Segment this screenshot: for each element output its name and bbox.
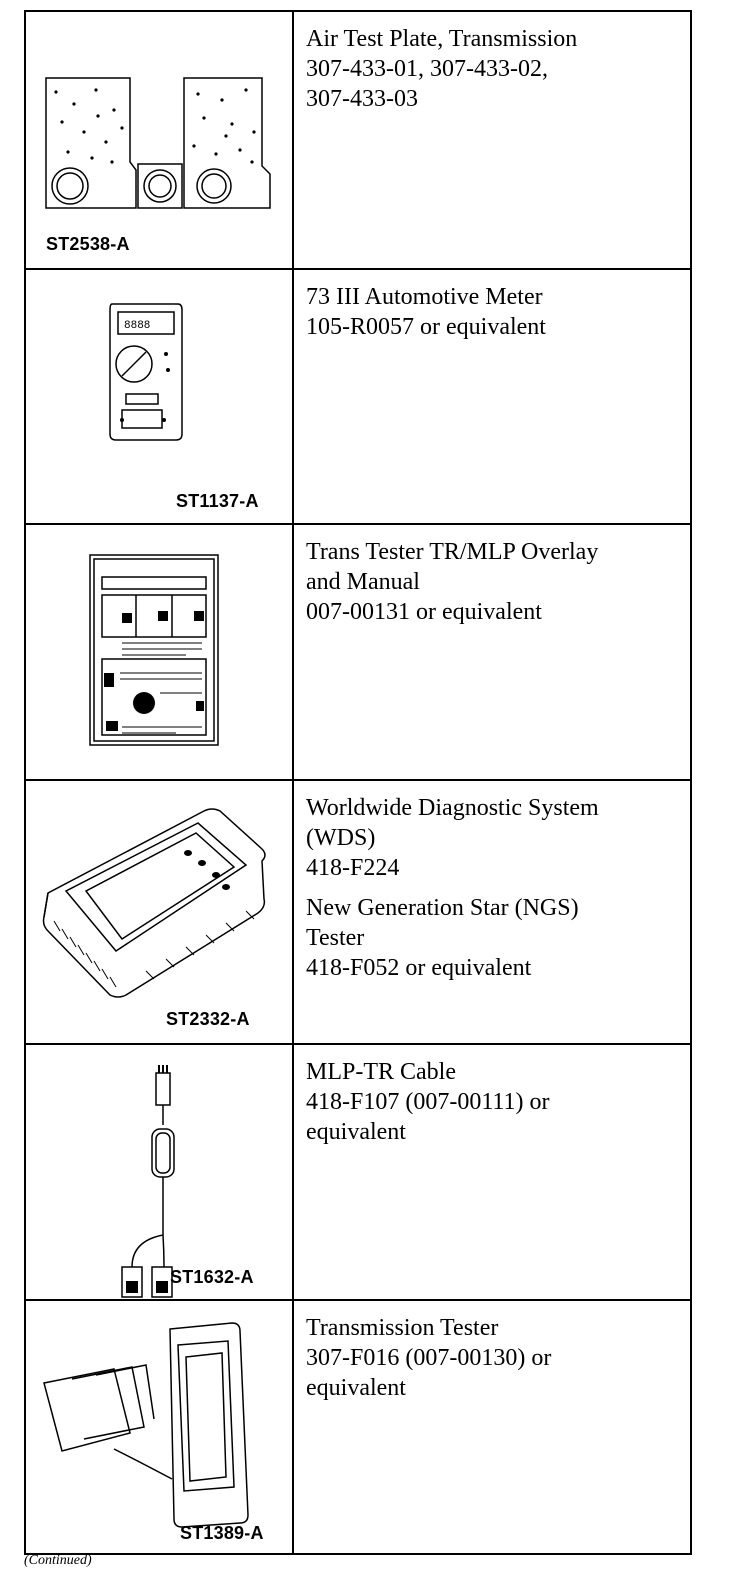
diagnostic-tablet-icon xyxy=(26,781,292,1045)
description-line: Trans Tester TR/MLP Overlay xyxy=(306,539,599,565)
description-line: 418-F052 or equivalent xyxy=(306,955,532,981)
figure-cell: 8888 ST1137-A xyxy=(24,268,294,525)
table-row: Trans Tester TR/MLP Overlay and Manual 0… xyxy=(24,523,692,781)
description-line: Transmission Tester xyxy=(306,1315,499,1341)
description-line: 307-F016 (007-00130) or xyxy=(306,1345,552,1371)
figure-cell: ST1632-A xyxy=(24,1043,294,1301)
description-line: Air Test Plate, Transmission xyxy=(306,26,578,52)
description-line: Worldwide Diagnostic System xyxy=(306,795,599,821)
table-row: ST2538-A Air Test Plate, Transmission 30… xyxy=(24,10,692,270)
continued-note: (Continued) xyxy=(24,1553,92,1568)
figure-cell xyxy=(24,523,294,781)
description-line: 307-433-03 xyxy=(306,86,418,112)
table-row: 8888 ST1137-A 73 III Automotive Meter 10… xyxy=(24,268,692,525)
figure-id: ST2538-A xyxy=(46,234,130,254)
description-line: Tester xyxy=(306,925,365,951)
description-cell: Trans Tester TR/MLP Overlay and Manual 0… xyxy=(292,523,692,781)
description-cell: Worldwide Diagnostic System (WDS) 418-F2… xyxy=(292,779,692,1045)
figure-id: ST1389-A xyxy=(180,1523,264,1543)
special-tools-table: ST2538-A Air Test Plate, Transmission 30… xyxy=(24,10,692,1555)
description-line: 418-F224 xyxy=(306,855,400,881)
figure-cell: ST2538-A xyxy=(24,10,294,270)
figure-cell: ST2332-A xyxy=(24,779,294,1045)
description-line: 418-F107 (007-00111) or xyxy=(306,1089,550,1115)
overlay-manual-icon xyxy=(26,525,292,781)
description-line: 007-00131 or equivalent xyxy=(306,599,542,625)
figure-id: ST1632-A xyxy=(170,1267,254,1287)
description-line: equivalent xyxy=(306,1119,406,1145)
description-line: 105-R0057 or equivalent xyxy=(306,314,546,340)
table-row: ST2332-A Worldwide Diagnostic System (WD… xyxy=(24,779,692,1045)
description-cell: MLP-TR Cable 418-F107 (007-00111) or equ… xyxy=(292,1043,692,1301)
description-line: 73 III Automotive Meter xyxy=(306,284,543,310)
description-line: MLP-TR Cable xyxy=(306,1059,456,1085)
description-cell: Transmission Tester 307-F016 (007-00130)… xyxy=(292,1299,692,1555)
transmission-tester-icon xyxy=(26,1301,292,1555)
description-line: equivalent xyxy=(306,1375,406,1401)
svg-text:8888: 8888 xyxy=(124,320,150,332)
figure-id: ST1137-A xyxy=(176,491,259,511)
air-test-plate-icon xyxy=(26,12,292,270)
description-line: 307-433-01, 307-433-02, xyxy=(306,56,548,82)
description-cell: 73 III Automotive Meter 105-R0057 or equ… xyxy=(292,268,692,525)
description-line: and Manual xyxy=(306,569,420,595)
description-cell: Air Test Plate, Transmission 307-433-01,… xyxy=(292,10,692,270)
table-row: ST1389-A Transmission Tester 307-F016 (0… xyxy=(24,1299,692,1555)
automotive-meter-icon: 8888 xyxy=(26,270,292,525)
table-row: ST1632-A MLP-TR Cable 418-F107 (007-0011… xyxy=(24,1043,692,1301)
description-line: New Generation Star (NGS) xyxy=(306,895,579,921)
figure-cell: ST1389-A xyxy=(24,1299,294,1555)
description-line: (WDS) xyxy=(306,825,376,851)
cable-icon xyxy=(26,1065,292,1301)
figure-id: ST2332-A xyxy=(166,1009,250,1029)
